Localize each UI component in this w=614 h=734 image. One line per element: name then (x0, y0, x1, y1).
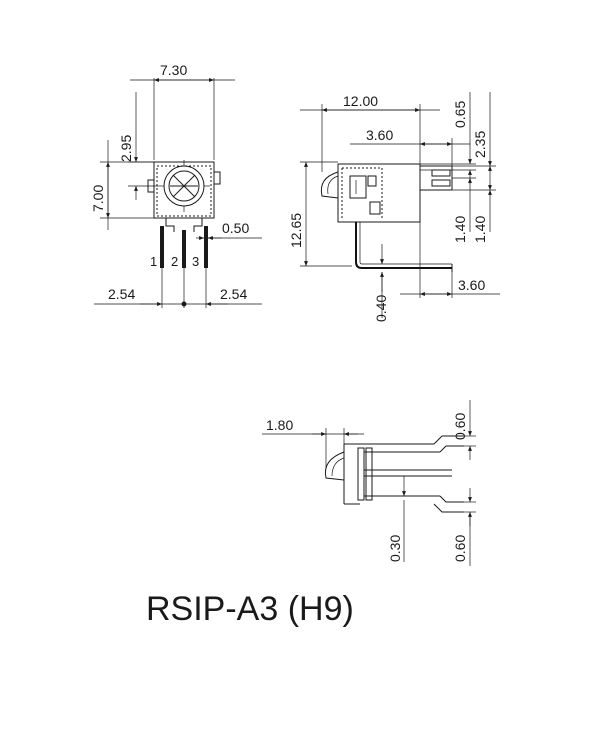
side-view: 12.00 3.60 0.65 2.35 1.40 1.40 12.65 (288, 92, 500, 322)
drawing-title: RSIP-A3 (H9) (146, 590, 354, 628)
front-top-offset-label: 2.95 (118, 135, 134, 162)
side-lead (355, 222, 452, 269)
side-knob-dome (320, 171, 339, 199)
side-total-height-label: 12.65 (288, 213, 304, 248)
pin-2 (182, 230, 186, 268)
front-pin-width-label: 0.50 (222, 220, 249, 236)
rotor-knob (158, 160, 210, 212)
side-shaft (420, 165, 453, 191)
bottom-view: 1.80 0.60 0.60 0.30 (262, 400, 476, 566)
side-length-label: 12.00 (343, 93, 378, 109)
pin-label-1: 1 (150, 254, 157, 269)
bottom-terminals (357, 435, 464, 513)
pin-3 (204, 226, 208, 268)
side-body-outline (337, 163, 421, 223)
bottom-front-offset-label: 1.80 (266, 417, 293, 433)
front-height-label: 7.00 (90, 185, 106, 212)
side-pin-offset-a-label: 1.40 (452, 216, 468, 243)
side-shaft-length-label: 3.60 (366, 127, 393, 143)
bottom-bottom-thickness-label: 0.60 (452, 535, 468, 562)
front-view: 1 2 3 7.30 2.95 7.00 0.50 2.54 (90, 62, 262, 308)
side-lead-thickness-label: 0.40 (373, 295, 389, 322)
pin-housing-right (193, 218, 203, 232)
side-pin-offset-b-label: 1.40 (472, 216, 488, 243)
side-shaft-height-label: 2.35 (472, 131, 488, 158)
side-body-hidden (341, 167, 383, 218)
pin-housing-left (165, 218, 175, 232)
pitch-right-label: 2.54 (220, 286, 247, 302)
front-width-label: 7.30 (160, 62, 187, 78)
pitch-left-label: 2.54 (108, 286, 135, 302)
bottom-knob-dome (324, 451, 345, 481)
bottom-top-thickness-label: 0.60 (452, 413, 468, 440)
pin-1 (160, 226, 164, 268)
side-shaft-tip-label: 0.65 (452, 101, 468, 128)
pin-label-2: 2 (171, 254, 178, 269)
pin-label-3: 3 (192, 254, 199, 269)
side-inner-block (349, 175, 367, 199)
front-side-tab-right (213, 171, 221, 185)
bottom-gap-label: 0.30 (387, 535, 403, 562)
side-lead-bend-label: 3.60 (458, 277, 485, 293)
